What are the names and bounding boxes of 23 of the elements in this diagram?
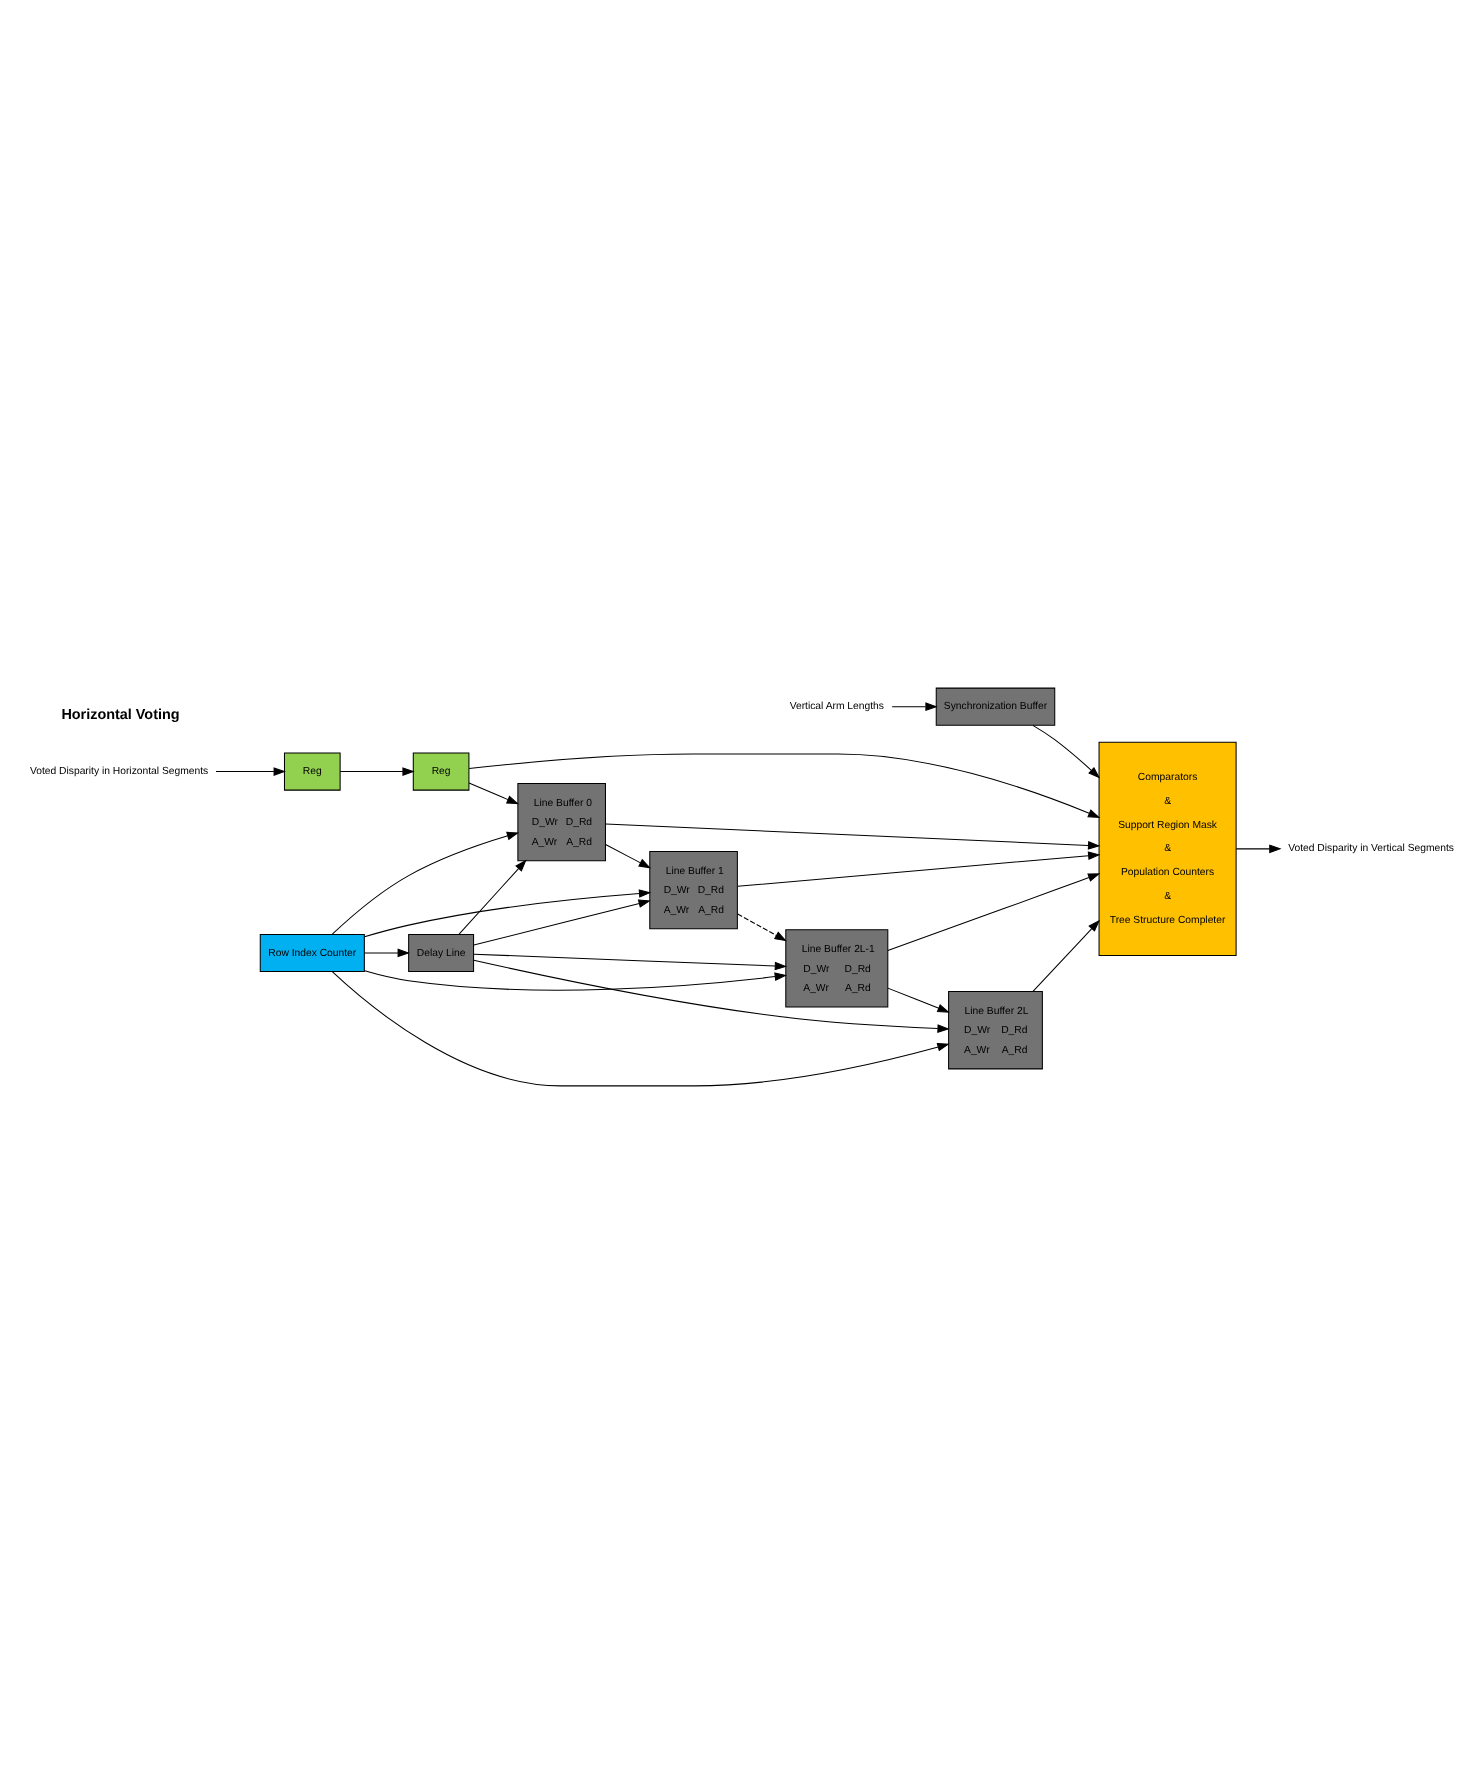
arrow bbox=[1032, 918, 1100, 991]
arrow bbox=[339, 766, 415, 775]
arrow bbox=[891, 701, 938, 710]
arrow bbox=[364, 969, 788, 990]
arrow bbox=[473, 898, 651, 945]
arrow bbox=[887, 986, 950, 1012]
arrow bbox=[331, 970, 950, 1086]
arrow bbox=[473, 952, 788, 970]
arrow bbox=[737, 912, 787, 941]
arrow bbox=[605, 843, 652, 868]
arrow bbox=[1235, 843, 1282, 853]
arrow bbox=[468, 752, 1101, 817]
arrow bbox=[458, 858, 527, 934]
arrow bbox=[605, 822, 1101, 849]
arrow bbox=[363, 888, 652, 937]
arrow bbox=[737, 850, 1101, 886]
arrow bbox=[215, 766, 286, 775]
arrow bbox=[473, 958, 950, 1032]
arrow bbox=[1032, 723, 1101, 778]
arrow bbox=[887, 872, 1101, 950]
arrow bbox=[468, 781, 520, 804]
arrow bbox=[364, 947, 410, 957]
arrow bbox=[331, 830, 520, 934]
